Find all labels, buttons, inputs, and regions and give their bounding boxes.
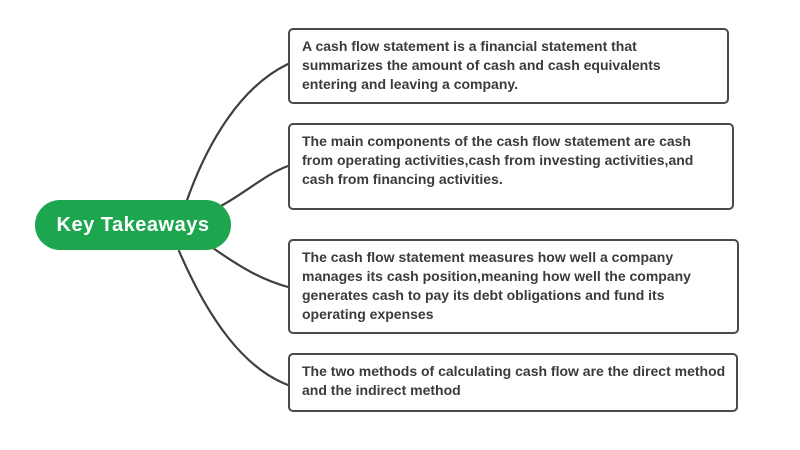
branch-node-measures[interactable]: The cash flow statement measures how wel…	[288, 239, 739, 334]
branch-node-text: A cash flow statement is a financial sta…	[302, 38, 661, 92]
branch-node-text: The cash flow statement measures how wel…	[302, 249, 691, 322]
connector-branch-1	[184, 62, 290, 205]
branch-node-definition[interactable]: A cash flow statement is a financial sta…	[288, 28, 729, 104]
root-node-label: Key Takeaways	[56, 213, 210, 236]
branch-node-text: The main components of the cash flow sta…	[302, 133, 694, 187]
root-node-key-takeaways[interactable]: Key Takeaways	[35, 200, 231, 250]
connector-branch-3	[211, 246, 290, 289]
connector-branch-2	[219, 164, 290, 208]
branch-node-text: The two methods of calculating cash flow…	[302, 363, 726, 398]
branch-node-methods[interactable]: The two methods of calculating cash flow…	[288, 353, 738, 412]
connector-branch-4	[177, 249, 290, 387]
branch-node-components[interactable]: The main components of the cash flow sta…	[288, 123, 734, 210]
